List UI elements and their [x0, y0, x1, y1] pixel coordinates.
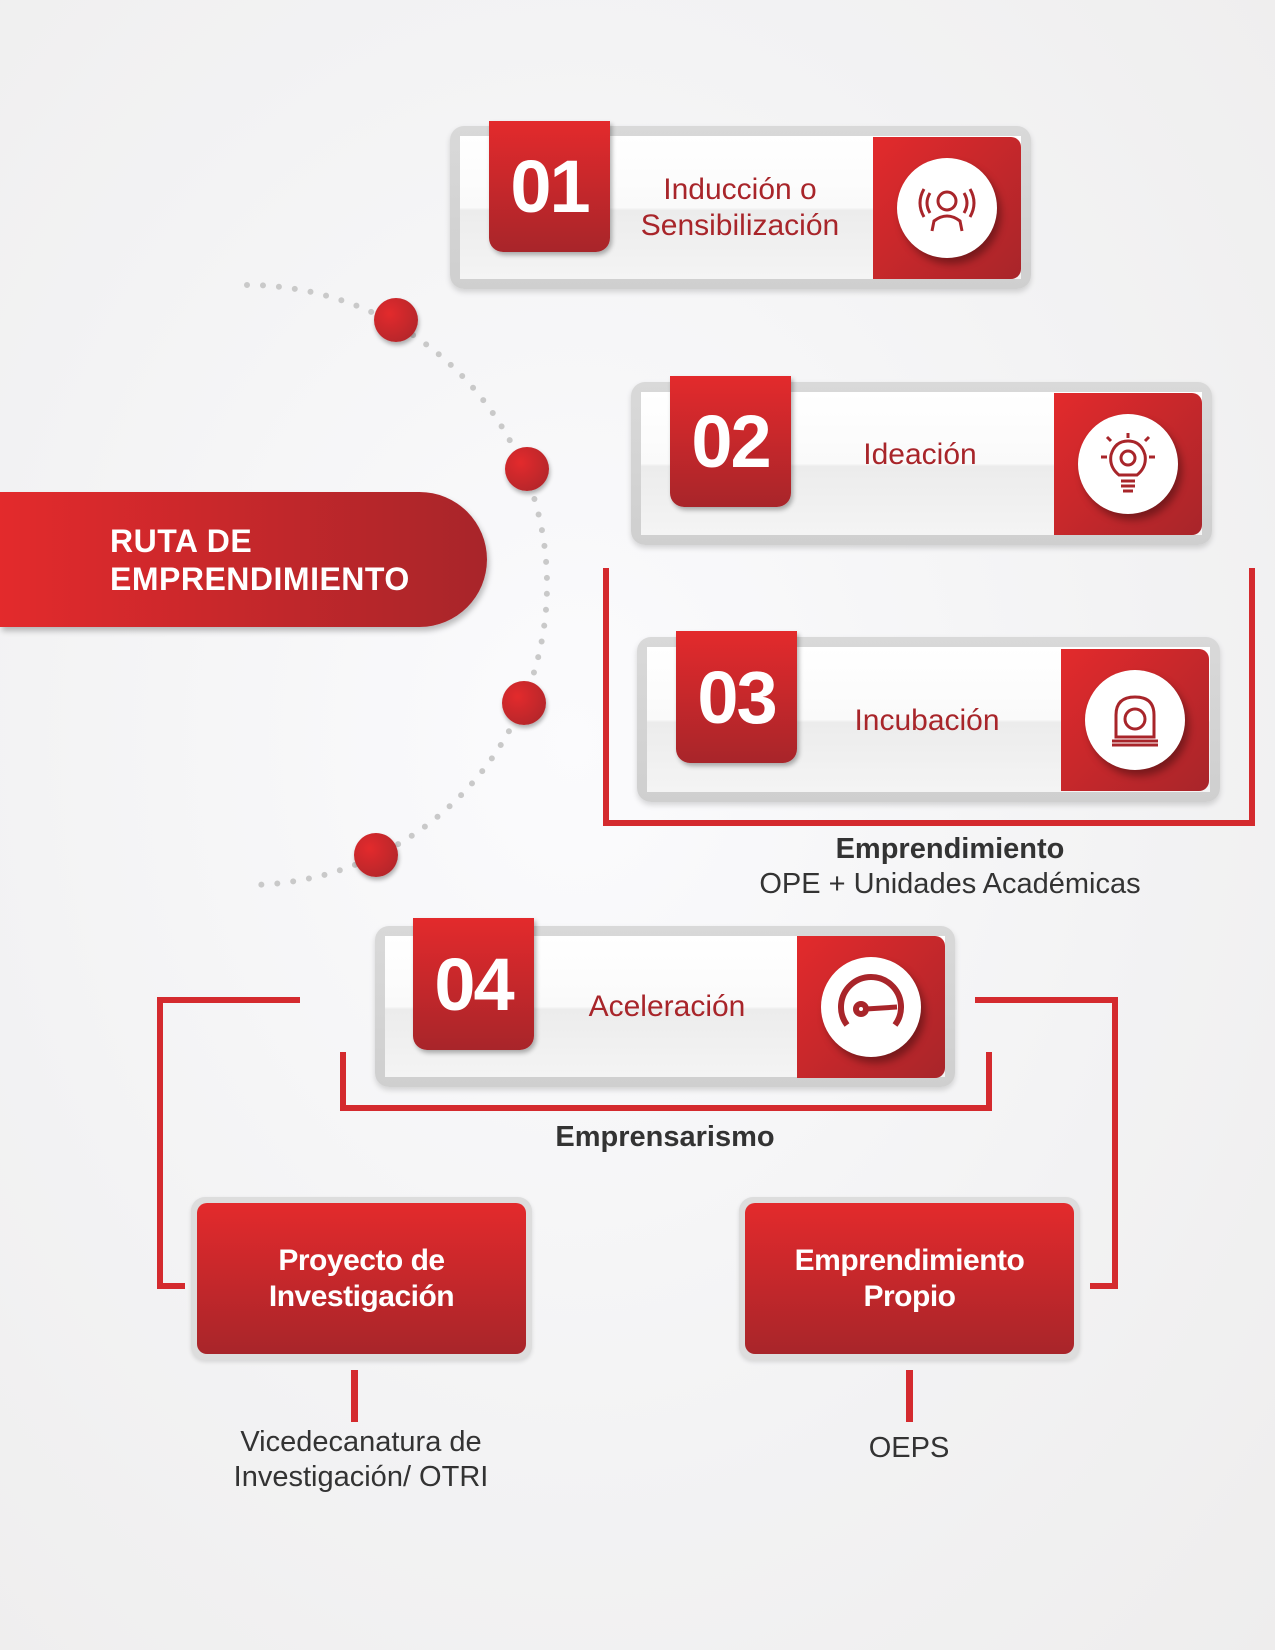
emprendimiento-subtitle: OPE + Unidades Académicas	[759, 868, 1141, 900]
path-dot-4	[354, 833, 398, 877]
step-label-02: Ideación	[863, 438, 977, 471]
left-connector-end	[157, 1283, 185, 1289]
emprendimiento-bracket	[603, 568, 1255, 826]
lightbulb-gear-icon	[1078, 414, 1178, 514]
path-dot-1	[374, 298, 418, 342]
title-pill: RUTA DE EMPRENDIMIENTO	[0, 492, 487, 627]
right-connector-end	[1090, 1283, 1118, 1289]
emprendimiento-title: Emprendimiento	[835, 833, 1065, 865]
incubator-gear-icon	[1085, 670, 1185, 770]
step-icon-panel-01	[873, 137, 1021, 279]
empresarismo-bracket	[340, 1052, 992, 1111]
emprendimiento-caption: Emprendimiento OPE + Unidades Académicas	[700, 832, 1200, 902]
step-icon-panel-02	[1054, 393, 1202, 535]
person-broadcast-icon	[897, 158, 997, 258]
title-line-1: RUTA DE	[110, 523, 253, 559]
path-dot-2	[505, 447, 549, 491]
step-number-01: 01	[489, 121, 610, 252]
step-label-04: Aceleración	[588, 990, 746, 1023]
step-label-03: Incubación	[854, 704, 1000, 737]
right-connector	[975, 997, 1118, 1289]
step-number-03: 03	[676, 631, 797, 763]
outcome-line-2	[906, 1370, 913, 1422]
speedometer-icon	[821, 957, 921, 1057]
outcome-owner-2: OEPS	[868, 1432, 950, 1464]
left-connector	[157, 997, 300, 1289]
empresarismo-title: Emprensarismo	[555, 1121, 775, 1153]
step-icon-panel-04	[797, 936, 945, 1078]
step-number-02: 02	[670, 376, 791, 507]
step-number-04: 04	[413, 918, 534, 1050]
title-line-2: EMPRENDIMIENTO	[110, 561, 410, 597]
step-icon-panel-03	[1061, 649, 1209, 791]
outcome-line-1	[351, 1370, 358, 1422]
path-dot-3	[502, 681, 546, 725]
